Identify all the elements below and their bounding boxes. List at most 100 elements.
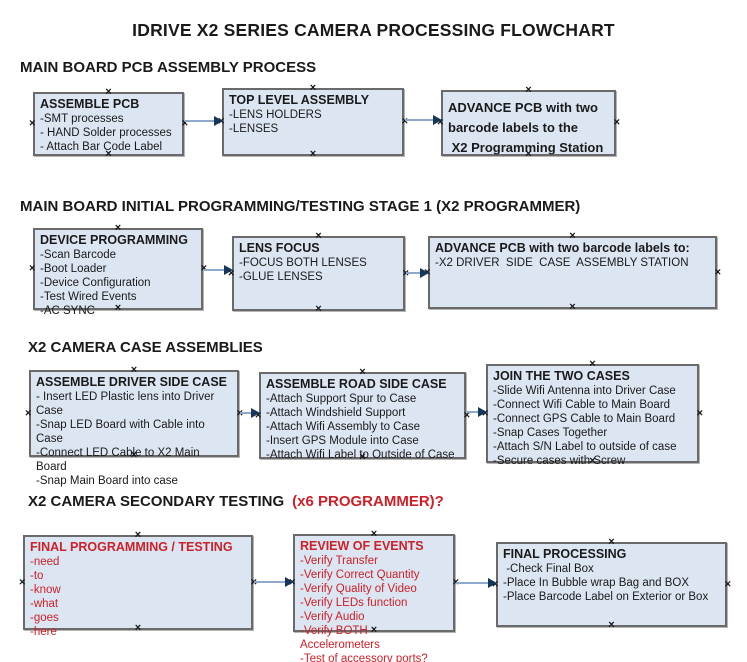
flow-box-item: -GLUE LENSES bbox=[239, 271, 323, 283]
flow-box-items: -X2 DRIVER SIDE CASE ASSEMBLY STATION bbox=[435, 256, 710, 270]
section-heading-text: X2 CAMERA SECONDARY TESTING bbox=[28, 493, 285, 510]
flow-box-item: -Attach S/N Label to outside of case bbox=[493, 441, 677, 453]
flow-box-item: -Verify LEDs function bbox=[300, 597, 408, 609]
connector-line bbox=[240, 412, 254, 414]
connection-point-marker: × bbox=[29, 262, 36, 275]
flow-box-items: -need-to-know-what-goes-here bbox=[30, 555, 246, 639]
connection-point-marker: × bbox=[714, 266, 721, 278]
flow-box-items: -LENS HOLDERS -LENSES bbox=[229, 108, 397, 136]
flow-box-item: -Verify Audio bbox=[300, 611, 365, 623]
flow-box-item: -what bbox=[30, 598, 59, 610]
section-heading-text: MAIN BOARD INITIAL PROGRAMMING/TESTING S… bbox=[20, 198, 581, 215]
flow-box-items: -Slide Wifi Antenna into Driver Case -Con… bbox=[493, 384, 692, 468]
flow-box-join-the-two-cases: JOIN THE TWO CASES -Slide Wifi Antenna i… bbox=[482, 358, 703, 468]
section-heading-initial-programming: MAIN BOARD INITIAL PROGRAMMING/TESTING S… bbox=[20, 198, 580, 215]
connector-arrowhead-icon bbox=[478, 407, 487, 417]
flow-box-item: -SMT processes bbox=[40, 113, 124, 125]
flow-box-item: -Insert GPS Module into Case bbox=[266, 435, 419, 447]
connection-point-marker: × bbox=[29, 117, 36, 130]
flow-box-item: -Test Wired Events bbox=[40, 291, 137, 303]
connection-point-marker: × bbox=[359, 366, 366, 378]
connector-arrowhead-icon bbox=[488, 578, 497, 588]
flow-box-title: JOIN THE TWO CASES bbox=[493, 369, 630, 383]
flow-box-item: -LENSES bbox=[229, 123, 279, 135]
flow-box-title: LENS FOCUS bbox=[239, 241, 320, 255]
page-title: IDRIVE X2 SERIES CAMERA PROCESSING FLOWC… bbox=[132, 20, 615, 40]
flow-box-item: -Device Configuration bbox=[40, 277, 151, 289]
connection-point-marker: × bbox=[463, 409, 470, 421]
flow-box-item: -here bbox=[30, 626, 57, 638]
connector-line bbox=[467, 411, 481, 413]
flow-box-final-processing: FINAL PROCESSING -Check Final Box-Place … bbox=[492, 536, 731, 631]
flow-box-item: -know bbox=[30, 584, 61, 596]
section-heading-pcb-assembly: MAIN BOARD PCB ASSEMBLY PROCESS bbox=[20, 59, 316, 76]
connection-point-marker: × bbox=[25, 407, 32, 419]
section-heading-red-suffix: (x6 PROGRAMMER)? bbox=[292, 493, 444, 510]
flow-box-item: -FOCUS BOTH LENSES bbox=[239, 257, 367, 269]
flow-box-final-programming-testing: FINAL PROGRAMMING / TESTING -need-to-kno… bbox=[19, 529, 257, 639]
connection-point-marker: × bbox=[525, 84, 532, 96]
flow-box-item: -Verify BOTH Accelerometers bbox=[300, 625, 380, 651]
connection-point-marker: × bbox=[370, 528, 378, 540]
flow-box-item: -AC SYNC bbox=[40, 305, 95, 317]
section-heading-case-assemblies: X2 CAMERA CASE ASSEMBLIES bbox=[28, 339, 263, 356]
connector-arrowhead-icon bbox=[433, 115, 442, 125]
section-heading-text: MAIN BOARD PCB ASSEMBLY PROCESS bbox=[20, 59, 317, 76]
flow-box-items: -Attach Support Spur to Case-Attach Wind… bbox=[266, 392, 459, 462]
connection-point-marker: × bbox=[589, 358, 596, 370]
flow-box-item: - Insert LED Plastic lens into Driver Ca… bbox=[36, 391, 218, 417]
connection-point-marker: × bbox=[724, 578, 731, 590]
flow-box-top-level-assembly: TOP LEVEL ASSEMBLY -LENS HOLDERS-LENSES … bbox=[218, 82, 408, 160]
connection-point-marker: × bbox=[309, 82, 317, 94]
flow-box-item: -Verify Transfer bbox=[300, 555, 378, 567]
flow-box-title: ASSEMBLE DRIVER SIDE CASE bbox=[36, 375, 228, 389]
connection-point-marker: × bbox=[608, 536, 615, 548]
connection-point-marker: × bbox=[696, 407, 703, 419]
flow-box-item: -Attach Support Spur to Case bbox=[266, 393, 417, 405]
flow-box-item: -Snap LED Board with Cable into Case bbox=[36, 419, 208, 445]
flow-box-item: -Connect LED Cable to X2 Main Board bbox=[36, 447, 203, 473]
flow-box-item: -Check Final Box bbox=[503, 563, 594, 575]
section-heading-text: X2 CAMERA CASE ASSEMBLIES bbox=[28, 339, 263, 356]
flow-box-items: -Verify Transfer -Verify Correct Quantity… bbox=[300, 554, 448, 662]
connection-point-marker: × bbox=[608, 619, 615, 631]
flow-box-items: -SMT processes - HAND Solder processes - A… bbox=[40, 112, 177, 154]
connection-point-marker: × bbox=[105, 86, 112, 98]
flow-box-device-programming: DEVICE PROGRAMMING -Scan Barcode-Boot Lo… bbox=[29, 223, 207, 318]
flow-box-title: TOP LEVEL ASSEMBLY bbox=[229, 93, 370, 107]
flow-box-items: -Check Final Box-Place In Bubble wrap Ba… bbox=[503, 562, 720, 604]
connector-line bbox=[254, 581, 288, 583]
connector-line bbox=[406, 272, 423, 274]
connector-line bbox=[456, 582, 491, 584]
flow-box-item: -Scan Barcode bbox=[40, 249, 117, 261]
flow-box-item: - Attach Bar Code Label bbox=[40, 141, 163, 153]
flow-box-item: - HAND Solder processes bbox=[40, 127, 172, 139]
flow-box-item: -Snap Cases Together bbox=[493, 427, 608, 439]
flow-box-title: FINAL PROCESSING bbox=[503, 547, 627, 561]
connector-arrowhead-icon bbox=[251, 408, 260, 418]
connection-point-marker: × bbox=[613, 116, 620, 129]
flow-box-item: -Verify Quality of Video bbox=[300, 583, 417, 595]
flow-box-title: FINAL PROGRAMMING / TESTING bbox=[30, 540, 233, 554]
flow-box-item: -Connect Wifi Cable to Main Board bbox=[493, 399, 671, 411]
flow-box-advance-pcb-programming-station: ADVANCE PCB with two barcode labels to t… bbox=[437, 84, 620, 160]
connection-point-marker: × bbox=[569, 230, 576, 242]
flow-box-title: ASSEMBLE PCB bbox=[40, 97, 140, 111]
flow-box-item: -LENS HOLDERS bbox=[229, 109, 322, 121]
flow-box-item: -Verify Correct Quantity bbox=[300, 569, 420, 581]
connector-arrowhead-icon bbox=[285, 577, 294, 587]
connector-line bbox=[204, 269, 227, 271]
flow-box-title: ASSEMBLE ROAD SIDE CASE bbox=[266, 377, 447, 391]
flow-box-item: -Attach Wifi Assembly to Case bbox=[266, 421, 421, 433]
flow-box-title: DEVICE PROGRAMMING bbox=[40, 233, 188, 247]
flow-box-item: -Place Barcode Label on Exterior or Box bbox=[503, 591, 709, 603]
flow-box-item: -X2 DRIVER SIDE CASE ASSEMBLY STATION bbox=[435, 257, 689, 269]
connection-point-marker: × bbox=[309, 148, 317, 160]
connector-arrowhead-icon bbox=[224, 265, 233, 275]
flow-box-item: -Test of accessory ports? bbox=[300, 653, 428, 662]
connection-point-marker: × bbox=[134, 529, 142, 541]
flow-box-item: -Slide Wifi Antenna into Driver Case bbox=[493, 385, 676, 397]
flow-box-title: ADVANCE PCB with two barcode labels to t… bbox=[448, 100, 604, 155]
flow-box-review-of-events: REVIEW OF EVENTS -Verify Transfer-Verify… bbox=[289, 528, 459, 662]
